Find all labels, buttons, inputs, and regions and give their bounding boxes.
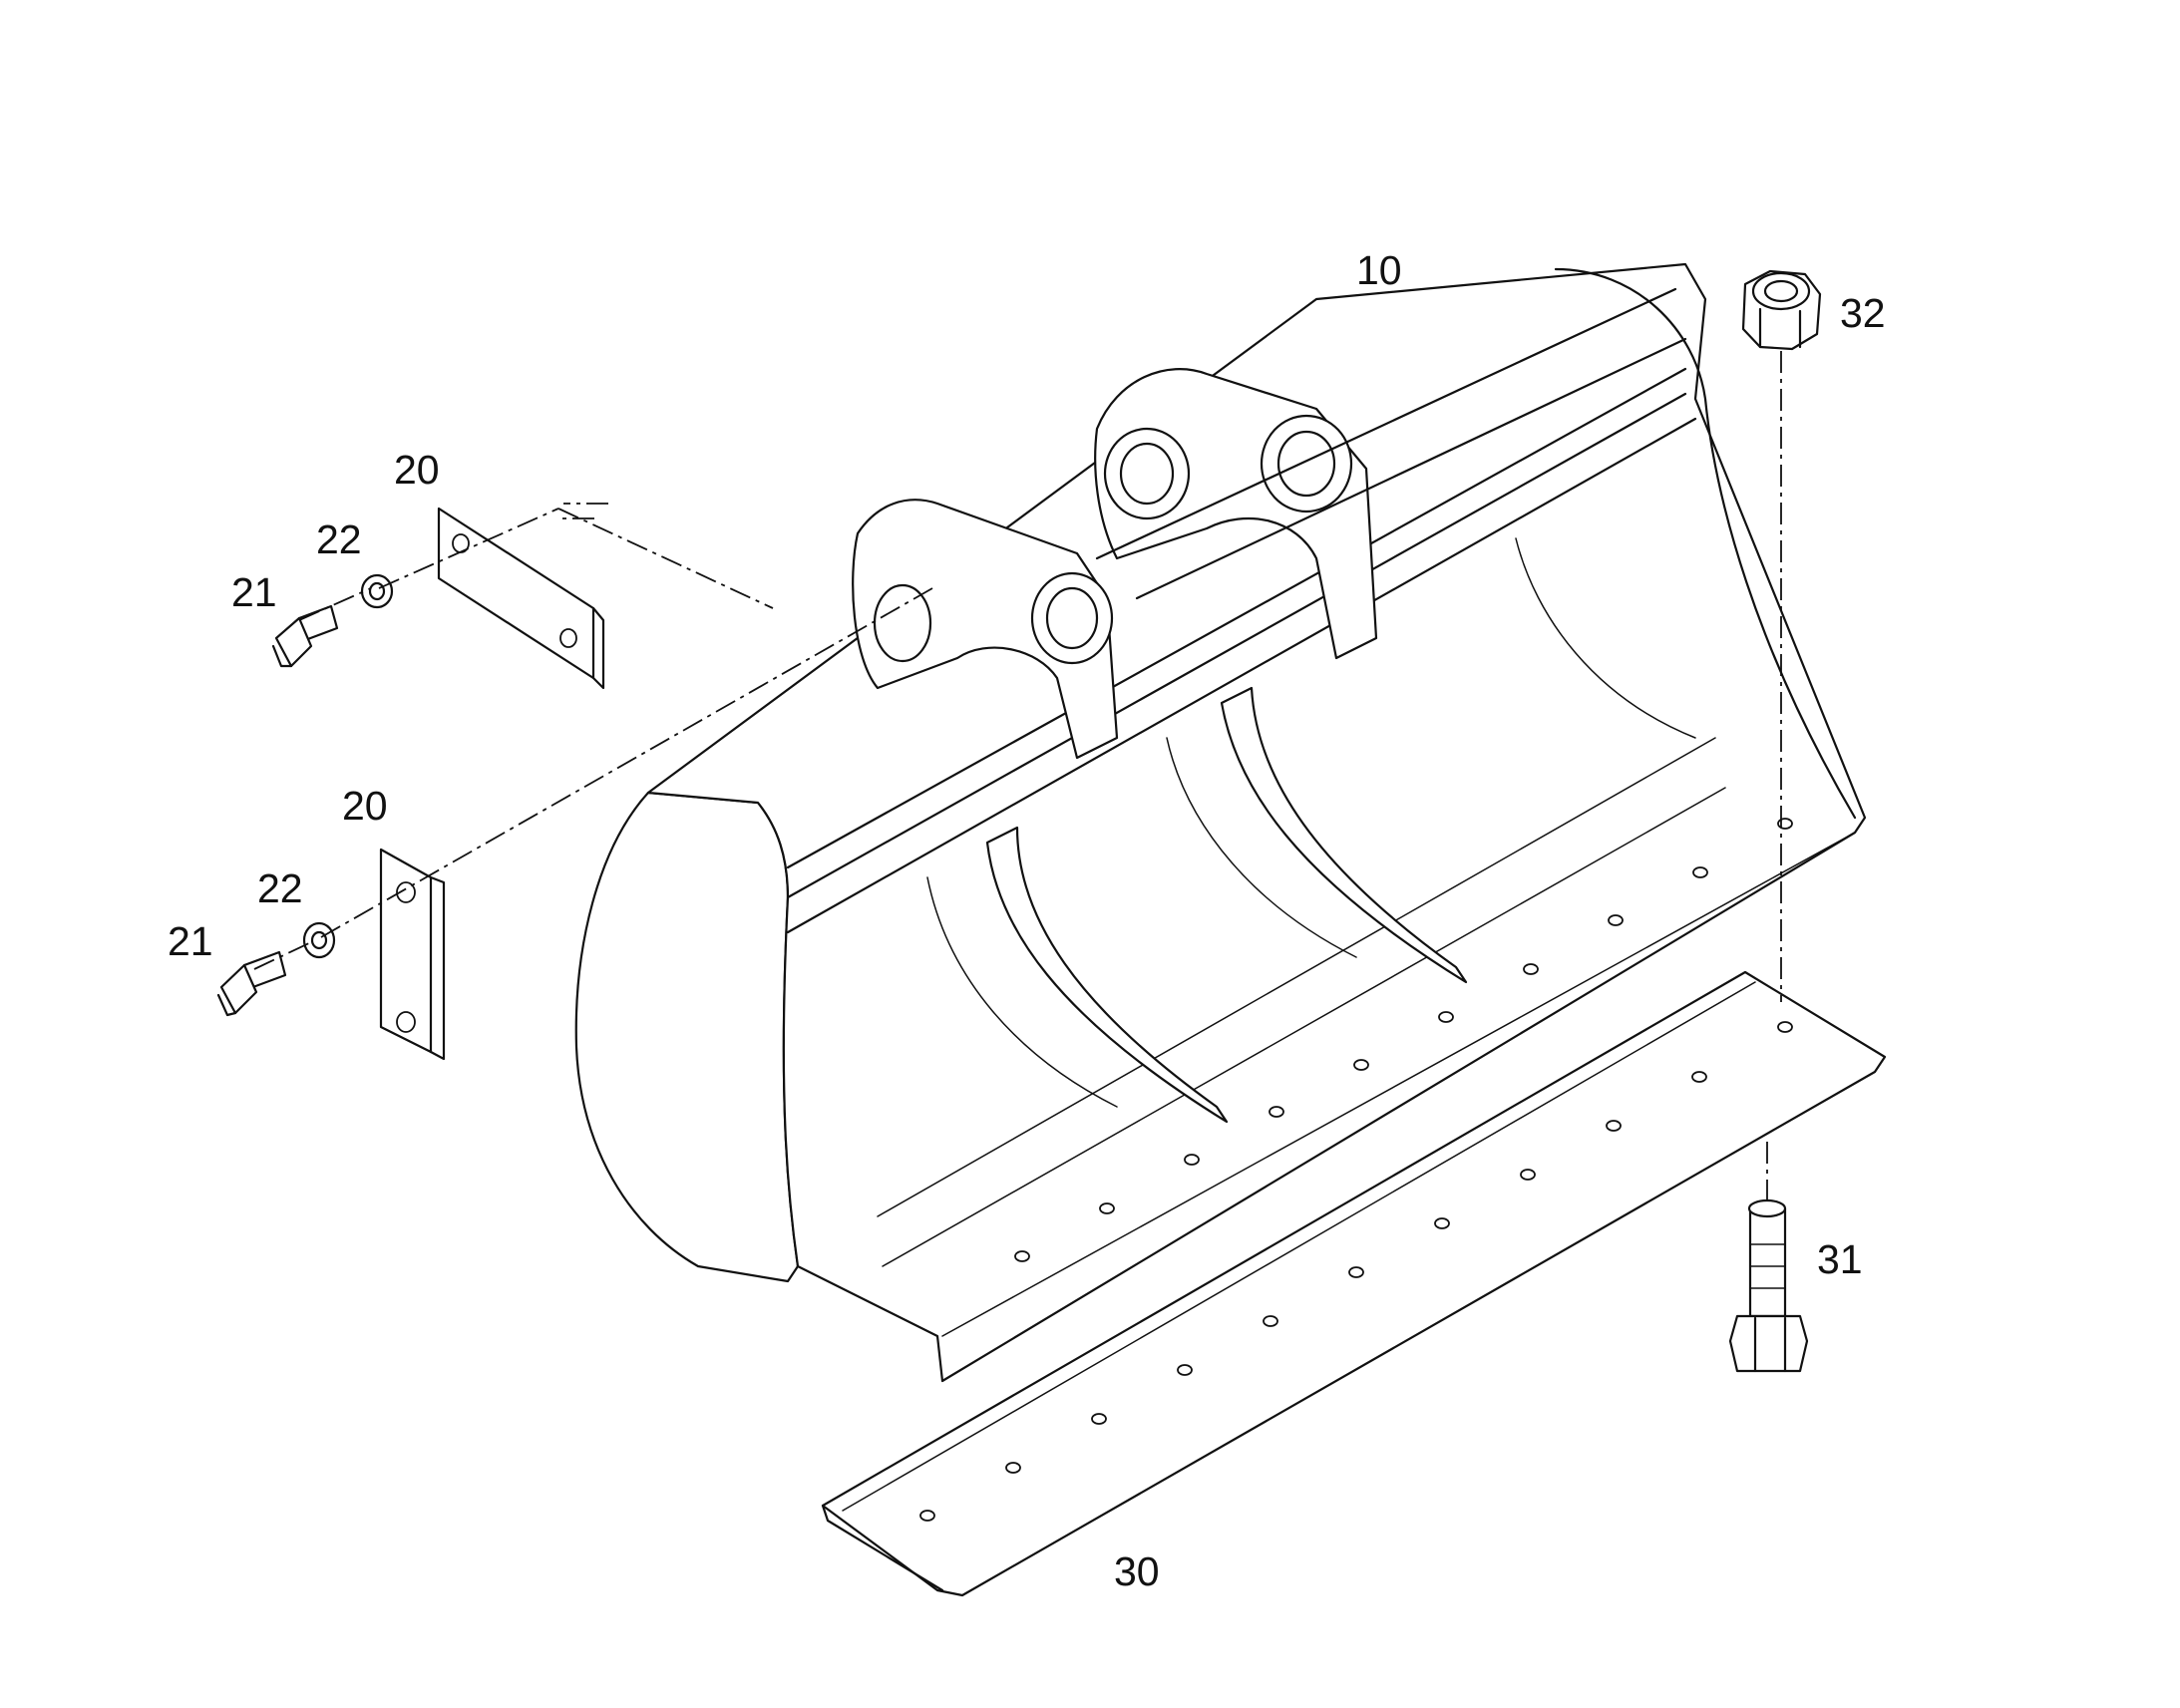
bucket-rib-left (985, 826, 1229, 1124)
callout-bucket: 10 (1356, 247, 1402, 293)
assembly-lines (253, 351, 1782, 1201)
edge-bolt (1728, 1198, 1809, 1373)
bucket-left-side-plate (574, 791, 800, 1283)
bucket-right-inner-curve (1515, 537, 1696, 739)
callout-plate-top: 20 (394, 447, 440, 493)
bucket-edge-holes (1014, 818, 1793, 1262)
washer-bottom (302, 921, 336, 959)
edge-nut (1741, 269, 1822, 351)
plate-bottom (379, 848, 446, 1061)
bucket-right-side-plate (1554, 267, 1857, 820)
callout-washer-top: 22 (316, 516, 362, 562)
callout-cutting-edge: 30 (1114, 1548, 1160, 1594)
callout-washer-bottom: 22 (257, 865, 303, 911)
callout-bolt-bottom: 21 (168, 918, 213, 964)
bolt-top (271, 604, 339, 668)
bucket-left-lug-pin-hole (1030, 571, 1114, 665)
callout-plate-bottom: 20 (342, 783, 388, 829)
bucket-body (646, 262, 1867, 1383)
bucket-rib-right (1220, 686, 1468, 984)
bucket-floor-lines (877, 737, 1856, 1337)
bucket-left-lug (852, 499, 1119, 760)
bucket-right-lug-pin-hole-left (1103, 427, 1191, 520)
bolt-bottom (216, 950, 287, 1017)
cutting-edge-holes (919, 1021, 1793, 1522)
washer-top (360, 573, 394, 609)
bucket-inner-curve-left (926, 876, 1118, 1108)
bucket-hinge-tube (1095, 287, 1687, 600)
callout-edge-nut: 32 (1840, 290, 1886, 336)
bucket-inner-curve-right (1166, 737, 1357, 958)
cutting-edge (821, 970, 1887, 1597)
callout-edge-bolt: 31 (1817, 1236, 1863, 1282)
plate-top (437, 507, 605, 690)
bucket (574, 262, 1867, 1383)
bucket-right-lug-pin-hole-right (1260, 414, 1353, 513)
callout-bolt-top: 21 (231, 569, 277, 615)
bucket-top-tube (786, 367, 1697, 934)
